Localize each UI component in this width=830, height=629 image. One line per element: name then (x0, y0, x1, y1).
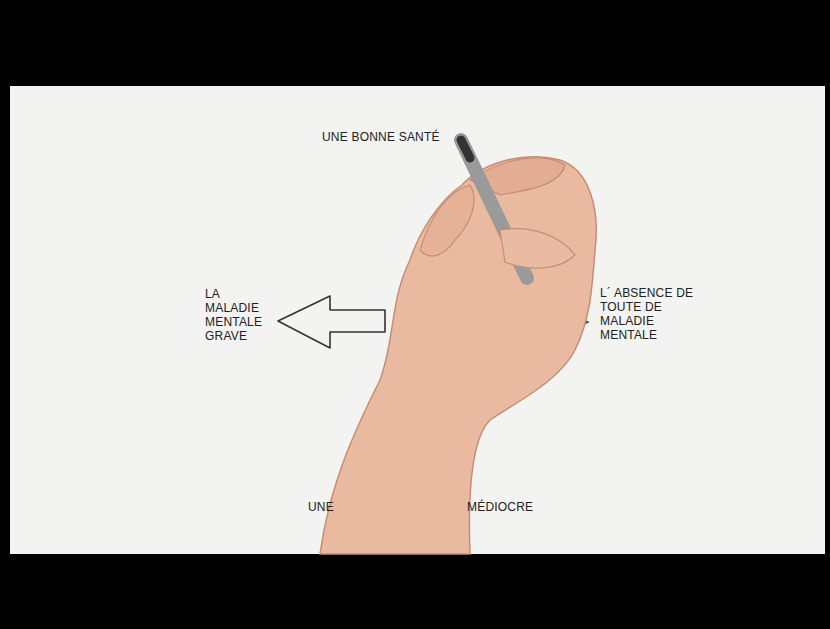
whiteboard (10, 86, 825, 554)
hand-finger (500, 229, 575, 268)
handwritten-label: UNE BONNE SANTÉ (322, 130, 492, 144)
handwritten-label: L´ ABSENCE DE TOUTE DE MALADIE MENTALE (600, 286, 710, 342)
hand-palm (320, 157, 596, 554)
handwritten-label: LA MALADIE MENTALE GRAVE (205, 287, 273, 343)
hollow-arrow (278, 296, 385, 348)
drawing-hand (320, 140, 596, 554)
handwritten-label: UNE (308, 500, 348, 514)
handwritten-label: MÉDIOCRE (467, 500, 567, 514)
marker-tip (461, 140, 470, 158)
hand-thumb (420, 185, 474, 256)
